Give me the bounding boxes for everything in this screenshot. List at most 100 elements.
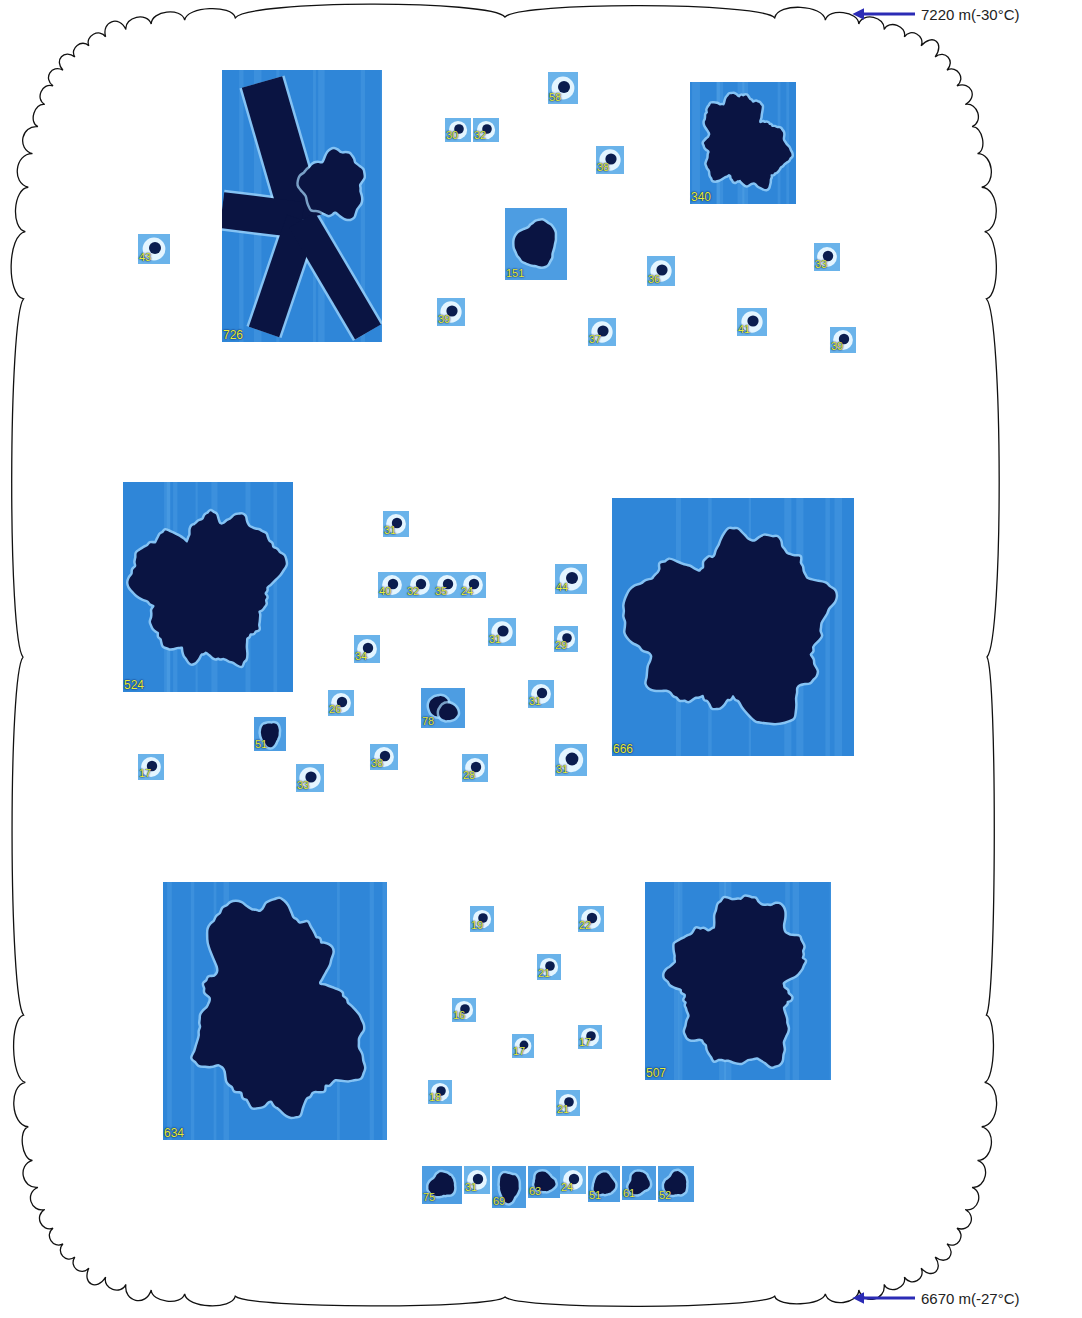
particle-image	[578, 906, 604, 932]
particle-image	[422, 1166, 462, 1204]
image-background	[470, 906, 494, 932]
size-label: 17	[513, 1046, 525, 1057]
particle-image	[492, 1166, 526, 1208]
size-label: 17	[139, 768, 151, 779]
image-background	[588, 1166, 620, 1202]
image-background	[378, 572, 406, 598]
image-background	[434, 572, 460, 598]
particle-image	[470, 906, 494, 932]
image-background	[814, 243, 840, 271]
particle-image	[354, 635, 380, 663]
particle-image	[645, 882, 831, 1080]
image-streak	[167, 882, 172, 1140]
particle-image	[737, 308, 767, 336]
particle-halo	[704, 94, 792, 189]
particle-image	[560, 1166, 586, 1194]
particle-image	[370, 744, 398, 770]
image-background	[437, 298, 465, 326]
image-background	[254, 717, 286, 751]
image-streak	[382, 882, 386, 1140]
particle-halo	[515, 220, 555, 266]
image-background	[658, 1166, 694, 1202]
size-label: 40	[379, 586, 391, 597]
particle-image	[488, 618, 516, 646]
particle-image	[138, 754, 164, 780]
image-background	[528, 680, 554, 708]
size-label: 44	[556, 582, 568, 593]
ice-particle	[625, 529, 836, 723]
image-background	[588, 318, 616, 346]
particle-image	[556, 1090, 580, 1116]
size-label: 524	[124, 679, 144, 691]
size-label: 507	[646, 1067, 666, 1079]
image-background	[422, 1166, 462, 1204]
particle-image	[622, 1166, 656, 1200]
ice-particle	[664, 897, 804, 1067]
image-background	[462, 754, 488, 782]
particle-halo	[299, 149, 364, 219]
image-background	[612, 498, 854, 756]
image-background	[464, 1166, 490, 1194]
particle-image	[555, 744, 587, 776]
size-label: 38	[371, 758, 383, 769]
size-label: 36	[648, 274, 660, 285]
image-background	[512, 1034, 534, 1058]
size-label: 22	[579, 920, 591, 931]
particle-image	[464, 1166, 490, 1194]
particle-image	[445, 118, 471, 142]
size-label: 39	[438, 314, 450, 325]
size-label: 78	[422, 716, 434, 727]
particle-halo	[128, 511, 285, 666]
image-background	[138, 234, 170, 264]
image-streak	[370, 882, 374, 1140]
size-label: 21	[557, 1104, 569, 1115]
size-label: 35	[435, 586, 447, 597]
image-streak	[692, 82, 700, 204]
size-label: 75	[423, 1192, 435, 1203]
particle-halo	[302, 220, 368, 332]
size-label: 24	[461, 586, 473, 597]
particle-image	[658, 1166, 694, 1202]
size-label: 58	[549, 92, 561, 103]
particle-image	[596, 146, 624, 174]
size-label: 51	[589, 1190, 601, 1201]
size-label: 666	[613, 743, 633, 755]
image-background	[647, 256, 675, 286]
particle-image	[505, 208, 567, 280]
image-background	[528, 1166, 560, 1198]
size-label: 19	[471, 920, 483, 931]
altitude-label: 6670 m(-27°C)	[920, 1291, 1021, 1306]
size-label: 63	[529, 1186, 541, 1197]
size-label: 31	[489, 634, 501, 645]
size-label: 69	[493, 1196, 505, 1207]
size-label: 32	[474, 130, 486, 141]
particle-image	[328, 690, 354, 716]
particle-image	[473, 118, 499, 142]
particle-halo	[664, 897, 804, 1067]
particle-image	[163, 882, 387, 1140]
size-label: 21	[538, 968, 550, 979]
size-label: 726	[223, 329, 243, 341]
size-label: 32	[407, 586, 419, 597]
particle-halo	[439, 703, 458, 720]
particle-image	[537, 954, 561, 980]
size-label: 31	[556, 764, 568, 775]
particle-image	[222, 70, 382, 342]
particle-image	[437, 298, 465, 326]
image-background	[555, 744, 587, 776]
image-background	[383, 511, 409, 537]
image-background	[492, 1166, 526, 1208]
image-background	[428, 1080, 452, 1104]
particle-image	[690, 82, 796, 204]
cloud-outline	[11, 4, 999, 1306]
size-label: 16	[453, 1010, 465, 1021]
particle-image	[460, 572, 486, 598]
image-background	[370, 744, 398, 770]
size-label: 30	[446, 130, 458, 141]
size-label: 29	[555, 640, 567, 651]
image-background	[354, 635, 380, 663]
image-background	[452, 998, 476, 1022]
size-label: 340	[691, 191, 711, 203]
image-streak	[835, 498, 843, 756]
